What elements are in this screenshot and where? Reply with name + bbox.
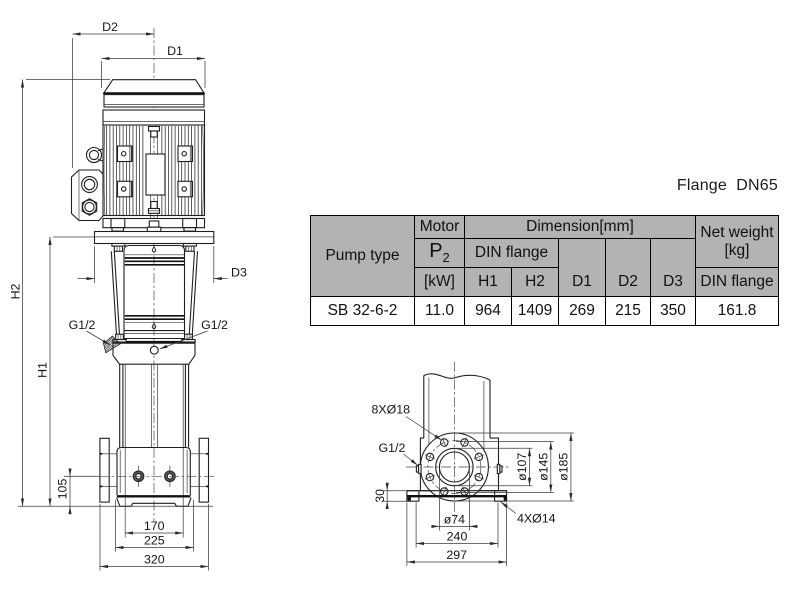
flange-label-dia74: ø74 (444, 512, 465, 526)
col-header-p2: P2 (414, 238, 465, 268)
p2-subscript: 2 (442, 249, 450, 265)
cell-pump-type: SB 32-6-2 (310, 296, 415, 326)
cell-d2: 215 (605, 296, 651, 326)
flange-label-base-holes: 4XØ14 (517, 512, 556, 526)
col-header-h1: H1 (464, 267, 512, 297)
flange-label-bolt-holes: 8XØ18 (372, 403, 411, 417)
flange-label-240: 240 (447, 529, 468, 543)
port-label-g12-right: G1/2 (201, 318, 228, 332)
dim-label-d2: D2 (102, 20, 118, 34)
col-header-kw: [kW] (414, 267, 465, 297)
dim-label-170: 170 (144, 519, 165, 533)
flange-face (406, 362, 509, 517)
pump-base (64, 437, 216, 507)
net-weight-line2: [kg] (724, 241, 750, 259)
cell-p2-kw: 11.0 (414, 296, 465, 326)
flange-size-note: Flange DN65 (676, 177, 778, 194)
flange-label-dia185: ø185 (556, 453, 570, 481)
col-header-d1: D1 (558, 238, 606, 297)
motor-stool (93, 230, 215, 340)
dim-label-105: 105 (56, 479, 70, 500)
pump-head (103, 333, 196, 365)
flange-label-297: 297 (446, 548, 467, 562)
dim-label-h1: H1 (36, 362, 50, 378)
dim-label-h2: H2 (9, 283, 23, 299)
cell-d1: 269 (558, 296, 606, 326)
col-header-d3: D3 (650, 238, 696, 297)
cell-h2: 1409 (511, 296, 559, 326)
dim-label-d1: D1 (167, 44, 183, 58)
col-header-din-flange: DIN flange (464, 238, 559, 268)
flange-label-g12: G1/2 (379, 441, 406, 455)
motor-assembly (70, 79, 206, 233)
pump-sleeve (119, 364, 190, 538)
flange-label-30: 30 (373, 489, 387, 503)
table-row: SB 32-6-2 11.0 964 1409 269 215 350 161.… (310, 296, 779, 326)
flange-label-dia145: ø145 (536, 453, 550, 481)
col-header-h2: H2 (511, 267, 559, 297)
col-header-d2: D2 (605, 238, 651, 297)
col-header-net-weight-flange: DIN flange (695, 267, 779, 297)
col-header-net-weight: Net weight[kg] (695, 215, 779, 268)
dim-label-320: 320 (144, 553, 165, 567)
cell-d3: 350 (650, 296, 696, 326)
dim-label-d3: D3 (231, 266, 247, 280)
cell-h1: 964 (464, 296, 512, 326)
net-weight-line1: Net weight (700, 223, 774, 241)
port-label-g12-left: G1/2 (69, 318, 96, 332)
dimension-table: Pump type Motor Dimension[mm] Net weight… (310, 215, 779, 326)
suction-housing (419, 373, 500, 492)
col-header-pump-type: Pump type (310, 215, 415, 297)
col-header-motor: Motor (414, 215, 465, 239)
flange-label-dia107: ø107 (515, 453, 529, 481)
col-header-dimension: Dimension[mm] (464, 215, 696, 239)
cell-net-weight: 161.8 (695, 296, 779, 326)
p2-symbol: P (429, 239, 443, 262)
dim-label-225: 225 (144, 534, 165, 548)
